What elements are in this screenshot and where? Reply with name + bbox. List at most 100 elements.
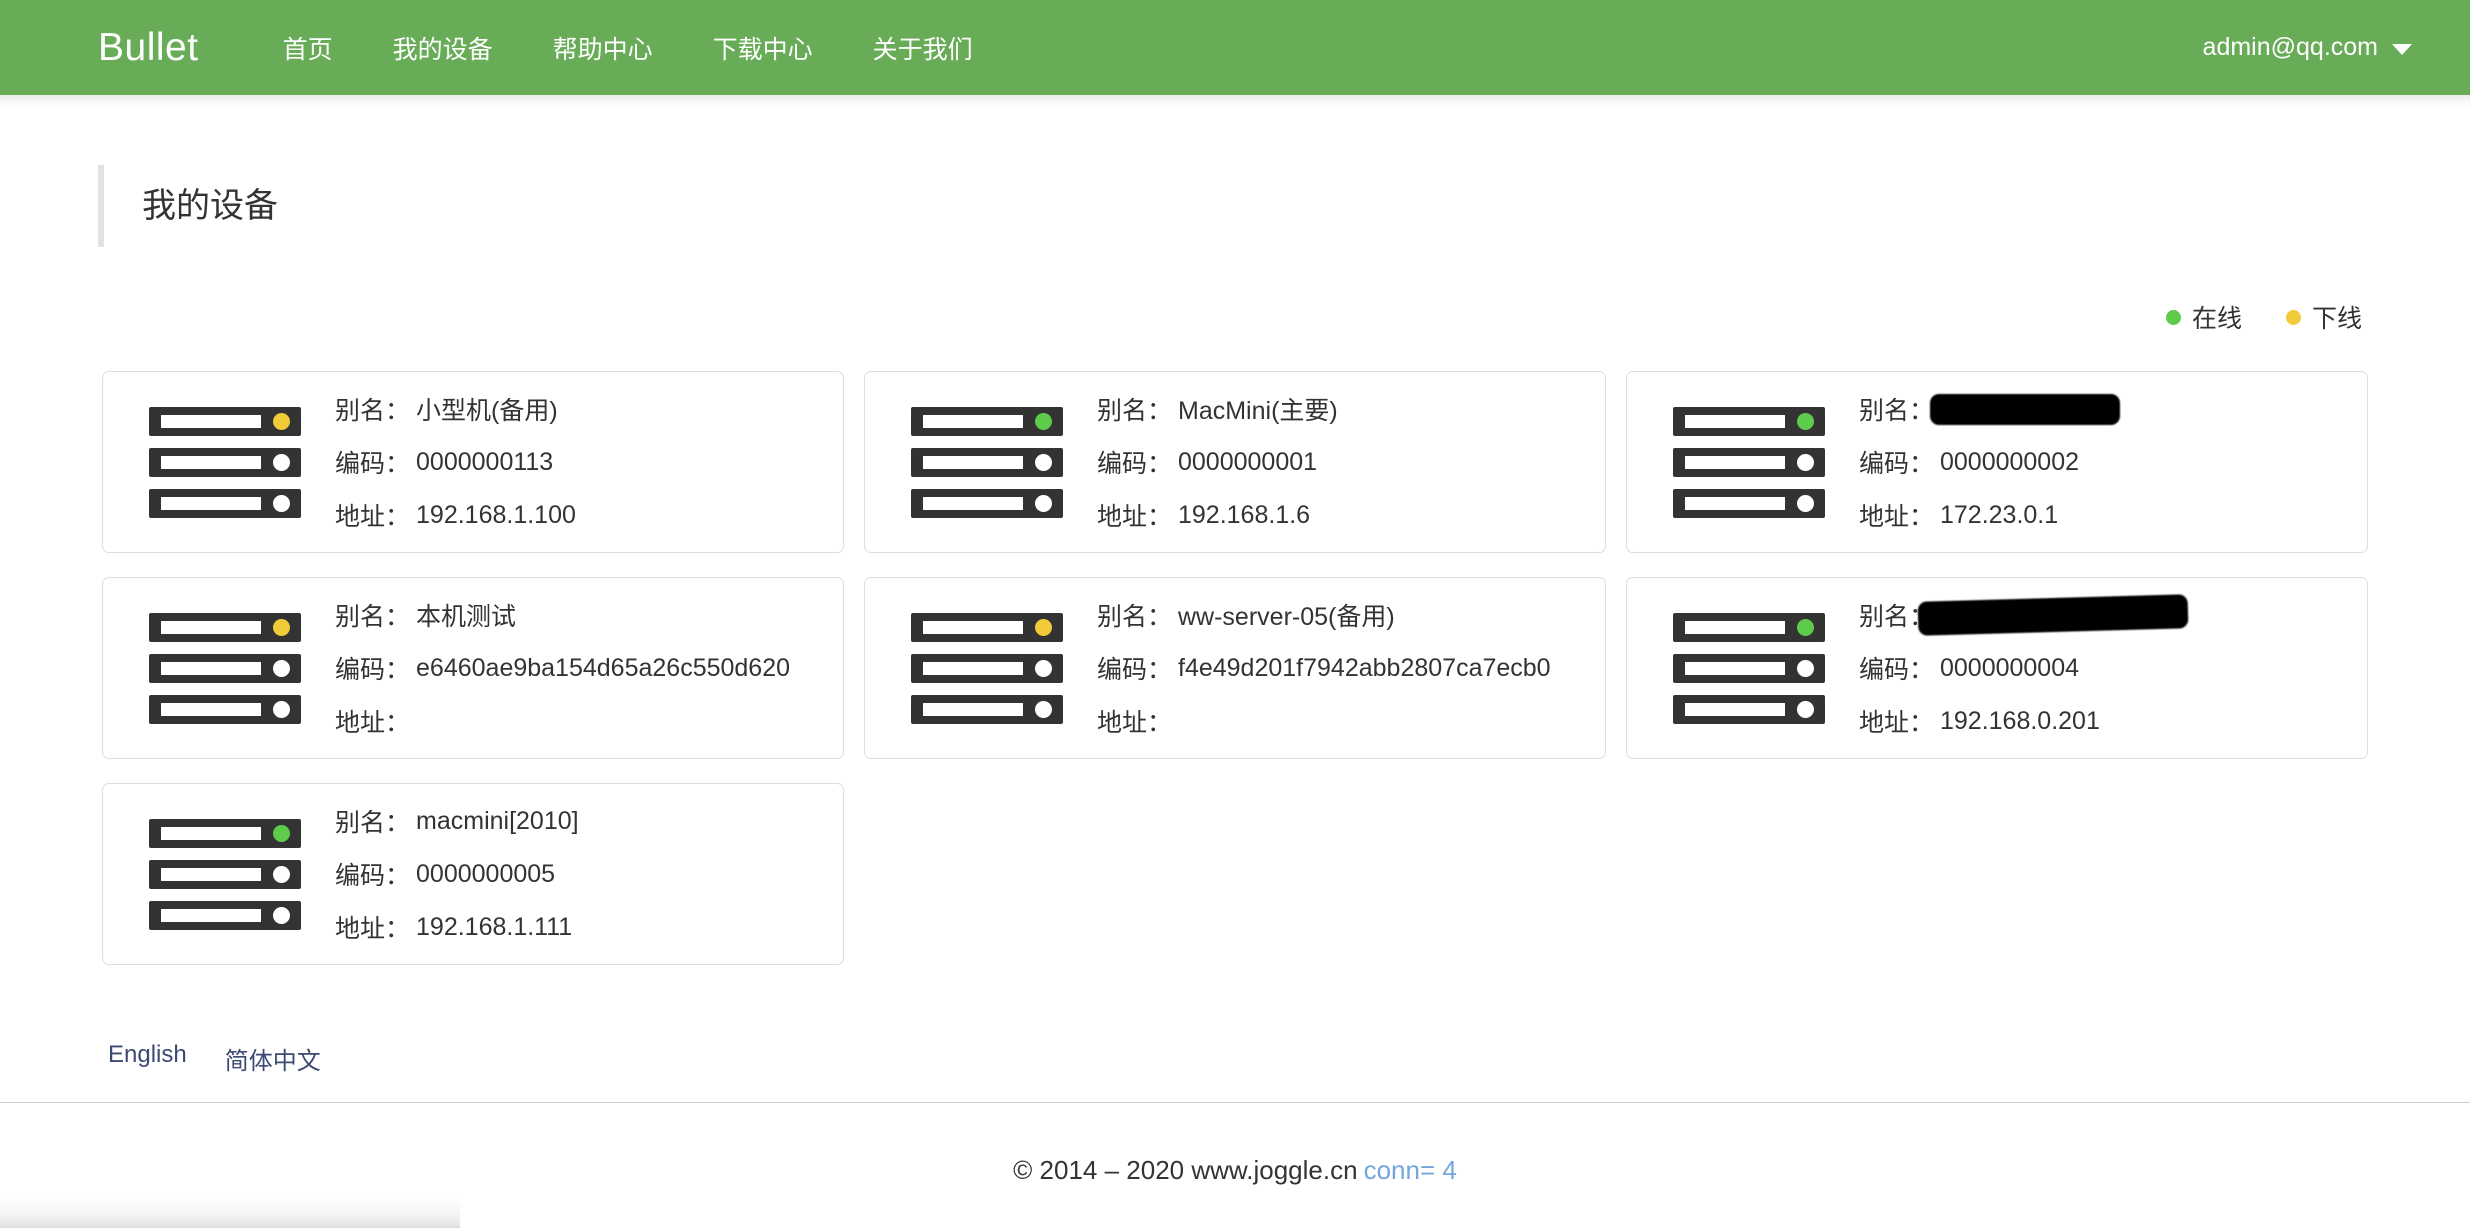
device-code-value-row: 编码：f4e49d201f7942abb2807ca7ecb0 xyxy=(1097,650,1605,686)
server-slot xyxy=(922,414,1023,428)
redaction-blob xyxy=(1917,594,2189,636)
server-slot xyxy=(161,620,261,634)
device-address-value-row: 地址： xyxy=(1097,703,1605,739)
server-slot xyxy=(161,661,261,675)
server-icon xyxy=(910,406,1063,518)
server-unit xyxy=(1672,447,1825,477)
server-slot xyxy=(922,496,1023,510)
server-unit xyxy=(910,694,1063,724)
server-icon xyxy=(149,612,301,724)
server-indicator-icon xyxy=(273,906,290,924)
server-slot xyxy=(161,496,261,510)
server-slot xyxy=(161,702,261,716)
server-slot xyxy=(161,908,261,922)
device-status-led-icon xyxy=(1034,618,1052,636)
device-code-value-row: 编码：0000000002 xyxy=(1859,444,2367,480)
status-legend: 在线 下线 xyxy=(0,299,2362,335)
online-status-dot-icon xyxy=(2165,309,2181,325)
server-unit xyxy=(1672,612,1825,642)
device-address-label: 地址： xyxy=(1096,503,1172,531)
server-indicator-icon xyxy=(273,700,290,718)
top-navbar: Bullet 首页 我的设备 帮助中心 下载中心 关于我们 admin@qq.c… xyxy=(0,0,2470,95)
device-alias-label: 别名： xyxy=(335,397,411,425)
device-code-value-row: 编码：0000000005 xyxy=(335,856,843,892)
server-icon xyxy=(910,612,1063,724)
device-card[interactable]: 别名：ww-server-05(备用)编码：f4e49d201f7942abb2… xyxy=(863,577,1606,759)
device-card[interactable]: 别名： 编码：0000000002 地址：172.23.0.1 xyxy=(1625,371,2368,553)
legend-item-online: 在线 xyxy=(2165,299,2242,335)
server-indicator-icon xyxy=(273,865,290,883)
device-address-value-row: 地址：192.168.1.111 xyxy=(335,909,843,945)
language-link-english[interactable]: English xyxy=(108,1041,187,1068)
device-info: 别名：ww-server-05(备用)编码：f4e49d201f7942abb2… xyxy=(1097,597,1605,739)
device-status-led-icon xyxy=(1796,412,1814,430)
device-code-value: 0000000004 xyxy=(1939,653,2080,682)
server-indicator-icon xyxy=(1796,700,1814,718)
offline-status-dot-icon xyxy=(2285,309,2301,325)
nav-link-about-us[interactable]: 关于我们 xyxy=(872,35,973,64)
server-unit xyxy=(149,653,301,683)
device-code-label: 编码： xyxy=(1096,450,1172,478)
device-card[interactable]: 别名：macmini[2010] 编码：0000000005 地址：192.168.… xyxy=(102,783,844,965)
account-menu[interactable]: admin@qq.com xyxy=(2203,33,2412,62)
connection-count-label[interactable]: conn= 4 xyxy=(1363,1155,1457,1185)
nav-link-download-center[interactable]: 下载中心 xyxy=(712,35,813,64)
device-alias-value-row: 别名：macmini[2010] xyxy=(335,803,843,839)
server-indicator-icon xyxy=(273,453,290,471)
device-card-cell: 别名：ww-server-05(备用)编码：f4e49d201f7942abb2… xyxy=(854,565,1616,771)
device-address-value: 172.23.0.1 xyxy=(1939,500,2059,529)
device-status-led-icon xyxy=(1034,412,1052,430)
server-unit xyxy=(149,694,301,724)
server-icon xyxy=(149,406,301,518)
device-address-label: 地址： xyxy=(335,709,411,737)
server-indicator-icon xyxy=(1796,453,1814,471)
server-indicator-icon xyxy=(1796,494,1814,512)
device-code-value-row: 编码：0000000001 xyxy=(1097,444,1605,480)
server-slot xyxy=(922,702,1023,716)
server-slot xyxy=(1684,414,1785,428)
device-address-value-row: 地址：172.23.0.1 xyxy=(1859,497,2367,533)
browser-download-shelf-artifact xyxy=(0,1198,460,1228)
device-code-label: 编码： xyxy=(335,450,411,478)
device-code-value: 0000000113 xyxy=(416,447,554,476)
server-unit xyxy=(1672,653,1825,683)
server-unit xyxy=(1672,406,1825,436)
device-alias-label: 别名： xyxy=(335,603,411,631)
device-code-value: 0000000001 xyxy=(1178,447,1318,476)
device-code-label: 编码： xyxy=(335,862,411,890)
device-status-led-icon xyxy=(1796,618,1814,636)
server-slot xyxy=(1684,702,1785,716)
nav-link-my-devices[interactable]: 我的设备 xyxy=(392,35,493,64)
nav-links: 首页 我的设备 帮助中心 下载中心 关于我们 xyxy=(253,30,1003,66)
server-slot xyxy=(1684,496,1785,510)
device-code-value: 0000000002 xyxy=(1939,447,2080,476)
device-address-value: 192.168.1.100 xyxy=(416,500,576,529)
device-alias-value-row: 别名： xyxy=(1859,391,2367,427)
device-address-value-row: 地址：192.168.0.201 xyxy=(1859,703,2367,739)
legend-label-online: 在线 xyxy=(2191,305,2242,333)
nav-link-home[interactable]: 首页 xyxy=(282,35,333,64)
device-code-value-row: 编码：e6460ae9ba154d65a26c550d620 xyxy=(335,650,843,686)
page-header: 我的设备 xyxy=(98,165,2470,247)
redaction-blob xyxy=(1929,393,2120,425)
server-indicator-icon xyxy=(273,659,290,677)
device-alias-label: 别名： xyxy=(1858,397,1934,425)
server-slot xyxy=(1684,455,1785,469)
legend-label-offline: 下线 xyxy=(2311,305,2362,333)
language-link-simplified-chinese[interactable]: 简体中文 xyxy=(224,1048,321,1075)
server-unit xyxy=(149,406,301,436)
server-indicator-icon xyxy=(1034,659,1052,677)
server-slot xyxy=(922,661,1023,675)
device-code-label: 编码： xyxy=(1858,656,1934,684)
nav-link-help-center[interactable]: 帮助中心 xyxy=(552,35,653,64)
brand-logo[interactable]: Bullet xyxy=(98,25,199,69)
device-code-label: 编码： xyxy=(1858,450,1934,478)
